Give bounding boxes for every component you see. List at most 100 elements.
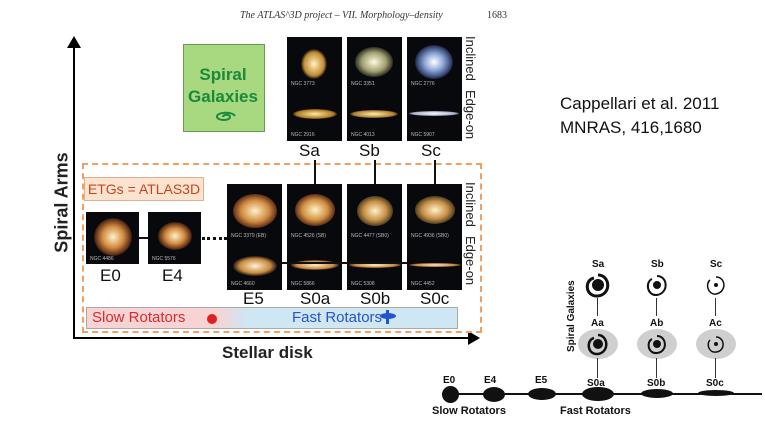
label-sc: Sc [421, 141, 441, 160]
y-axis-arrowhead [67, 36, 81, 48]
label-s0a: S0a [300, 289, 331, 308]
schema-ab-label: Ab [650, 318, 664, 329]
spiral-aa-icon [587, 333, 608, 356]
schema-line-ab-s0b [656, 358, 657, 378]
schema-sa-label: Sa [592, 259, 605, 270]
caption-e4: NGC 5576 [152, 256, 176, 262]
connector-e4-e5-dotted [202, 237, 227, 240]
rotators-bar [86, 307, 458, 329]
galaxy-image-sa: NGC 3773 NGC 2916 [287, 37, 342, 141]
label-sa: Sa [299, 141, 320, 160]
galaxy-image-s0c: NGC 4936 (SB0) NGC 4452 [407, 184, 462, 290]
galaxy-image-e4: NGC 5576 [148, 212, 201, 264]
citation-line1: Cappellari et al. 2011 [560, 94, 720, 113]
paper-header: The ATLAS^3D project – VII. Morphology–d… [0, 4, 765, 24]
etg-label: ETGs = ATLAS3D [84, 177, 204, 201]
side-label-edgeon-mid: Edge-on [463, 236, 478, 286]
label-e0: E0 [100, 266, 121, 285]
connector-e0-e4 [139, 237, 148, 239]
side-label-inclined-top: Inclined [463, 36, 478, 81]
etg-region [82, 163, 482, 333]
shape-e4 [483, 387, 505, 402]
caption-sb-bot: NGC 4013 [351, 132, 375, 138]
galaxy-image-sb: NGC 3351 NGC 4013 [347, 37, 402, 141]
caption-s0b-bot: NGC 5308 [351, 281, 375, 287]
caption-sb-top: NGC 3351 [351, 81, 375, 87]
spiral-galaxies-text: Spiral Galaxies [183, 64, 263, 108]
schema-line-sb-ab [656, 298, 657, 316]
caption-sa-bot: NGC 2916 [291, 132, 315, 138]
citation-line2: MNRAS, 416,1680 [560, 118, 702, 137]
x-axis-line [73, 337, 471, 339]
shape-s0b [641, 389, 673, 398]
caption-e5-top: NGC 3379 (EB) [231, 233, 267, 239]
caption-s0a-top: NGC 4526 (SB) [291, 233, 327, 239]
connector-sb-s0b [374, 160, 376, 184]
caption-sc-bot: NGC 5907 [411, 132, 435, 138]
shape-e5 [528, 388, 556, 400]
spiral-ab-icon [647, 335, 666, 355]
galaxy-image-s0b: NGC 4477 (SB0) NGC 5308 [347, 184, 402, 290]
schema-ac-label: Ac [709, 318, 722, 329]
label-s0c: S0c [420, 289, 450, 308]
connector-sa-s0a [314, 160, 316, 184]
slow-rotators-label: Slow Rotators [92, 309, 186, 326]
schema-aa-label: Aa [591, 318, 604, 329]
caption-s0c-bot: NGC 4452 [411, 281, 435, 287]
schema-line-sa-aa [597, 298, 598, 316]
shape-e0 [442, 386, 459, 403]
shape-s0c [698, 390, 734, 396]
schema-e5-label: E5 [535, 375, 548, 386]
schema-sc-label: Sc [710, 259, 723, 270]
label-sb: Sb [359, 141, 380, 160]
spiral-swirl-icon [216, 111, 236, 121]
spiral-text-line1: Spiral [199, 65, 247, 84]
schema-line-sc-ac [715, 298, 716, 316]
y-axis-label: Spiral Arms [51, 152, 72, 253]
caption-e5-bot: NGC 4660 [231, 281, 255, 287]
fast-rotators-label: Fast Rotators [292, 309, 383, 326]
label-e4: E4 [162, 266, 183, 285]
connector-sc-s0c [434, 160, 436, 184]
y-axis-line [73, 42, 75, 338]
citation: Cappellari et al. 2011 MNRAS, 416,1680 [560, 92, 719, 140]
schema-s0a-label: S0a [587, 378, 605, 389]
galaxy-image-e0: NGC 4486 [86, 212, 139, 264]
spiral-ac-icon [707, 336, 724, 353]
x-axis-arrowhead [468, 331, 480, 345]
schema-e4-label: E4 [484, 375, 497, 386]
fast-rotator-axis-icon [386, 310, 389, 324]
slow-rotator-dot-icon [207, 314, 217, 324]
caption-e0: NGC 4486 [90, 256, 114, 262]
side-label-edgeon-top: Edge-on [463, 90, 478, 140]
schema-line-aa-s0a [597, 358, 598, 378]
schema-line-ac-s0c [715, 358, 716, 378]
caption-s0b-top: NGC 4477 (SB0) [351, 233, 389, 239]
spiral-sa-icon [585, 273, 610, 298]
caption-s0a-bot: NGC 5866 [291, 281, 315, 287]
schema-slow-label: Slow Rotators [432, 405, 506, 417]
label-s0b: S0b [360, 289, 391, 308]
schema-s0b-label: S0b [647, 378, 666, 389]
spiral-galaxies-box [183, 44, 265, 132]
galaxy-image-sc: NGC 2776 NGC 5907 [407, 37, 462, 141]
label-e5: E5 [243, 289, 264, 308]
spiral-text-line2: Galaxies [188, 87, 258, 106]
caption-sc-top: NGC 2776 [411, 81, 435, 87]
schema-spiral-label: Spiral Galaxies [566, 280, 577, 352]
spiral-sc-icon [706, 276, 725, 295]
side-label-inclined-mid: Inclined [463, 182, 478, 227]
page-number: 1683 [487, 10, 507, 21]
schema-s0c-label: S0c [706, 378, 724, 389]
caption-s0c-top: NGC 4936 (SB0) [411, 233, 449, 239]
schema-e0-label: E0 [443, 375, 456, 386]
galaxy-image-s0a: NGC 4526 (SB) NGC 5866 [287, 184, 342, 290]
shape-s0a [582, 387, 614, 401]
schema-sb-label: Sb [651, 259, 664, 270]
caption-sa-top: NGC 3773 [291, 81, 315, 87]
connector-s0-row [282, 262, 407, 264]
x-axis-label: Stellar disk [222, 343, 313, 362]
galaxy-image-e5: NGC 3379 (EB) NGC 4660 [227, 184, 282, 290]
paper-header-title: The ATLAS^3D project – VII. Morphology–d… [240, 10, 443, 21]
schema-fast-label: Fast Rotators [560, 405, 631, 417]
